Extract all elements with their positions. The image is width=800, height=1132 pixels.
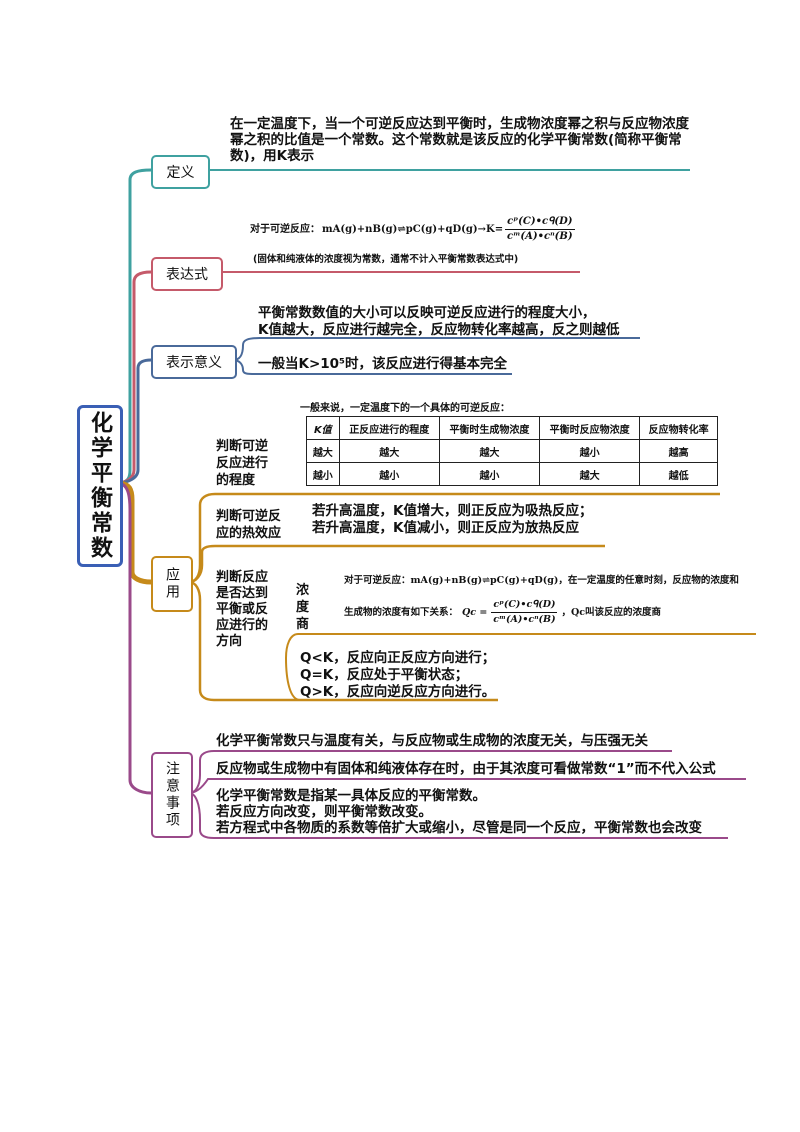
direction-line1: 对于可逆反应：mA(g)+nB(g)⇌pC(g)+qD(g)，在一定温度的任意时… — [344, 575, 739, 586]
table-cell: 越大 — [539, 462, 641, 486]
expression-denominator: cᵐ(A)•cⁿ(B) — [507, 231, 573, 242]
table-header-cell: K值 — [306, 416, 340, 440]
notes-label: 注意事项 — [164, 761, 180, 829]
table-cell: 越大 — [306, 439, 340, 463]
notes-item3-line2: 若反应方向改变，则平衡常数改变。 — [216, 804, 432, 820]
expression-equation: mA(g)+nB(g)⇌pC(g)+qD(g)→K= — [322, 223, 504, 235]
table-row: 越小 越小 越小 越大 越低 — [306, 462, 718, 486]
table-cell: 越小 — [438, 462, 541, 486]
table-header-row: K值 正反应进行的程度 平衡时生成物浓度 平衡时反应物浓度 反应物转化率 — [306, 416, 718, 440]
table-header-cell: 正反应进行的程度 — [338, 416, 440, 440]
application-node: 应用 — [151, 556, 193, 612]
notes-node: 注意事项 — [151, 752, 193, 838]
expression-fraction: cᵖ(C)•cᑫ(D) cᵐ(A)•cⁿ(B) — [505, 215, 575, 244]
meaning-label: 表示意义 — [166, 355, 222, 371]
table-header-cell: 反应物转化率 — [639, 416, 718, 440]
expression-prefix: 对于可逆反应： — [250, 223, 320, 235]
thermal-line2: 若升高温度，K值减小，则正反应为放热反应 — [312, 520, 579, 536]
table-header-cell: 平衡时反应物浓度 — [539, 416, 641, 440]
expression-node: 表达式 — [151, 257, 223, 291]
meaning-line2: K值越大，反应进行越完全，反应物转化率越高，反之则越低 — [258, 322, 620, 338]
qc-equation: Qc = — [462, 606, 488, 618]
direction-line2-prefix: 生成物的浓度有如下关系： — [344, 606, 459, 618]
direction-line2: 生成物的浓度有如下关系： Qc = cᵖ(C)•cᑫ(D) cᵐ(A)•cⁿ(B… — [344, 598, 764, 627]
direction-result1: Q<K，反应向正反应方向进行； — [300, 650, 496, 666]
expression-note: (固体和纯液体的浓度视为常数，通常不计入平衡常数表达式中) — [253, 254, 519, 265]
root-node: 化学平衡常数 — [77, 405, 123, 567]
direction-result3: Q>K，反应向逆反应方向进行。 — [300, 684, 496, 700]
table-cell: 越小 — [539, 439, 641, 463]
direction-line2-suffix: ，Qc叫该反应的浓度商 — [561, 606, 662, 618]
table-row: 越大 越大 越大 越小 越高 — [306, 439, 718, 463]
root-title: 化学平衡常数 — [87, 411, 113, 561]
table-cell: 越高 — [639, 439, 718, 463]
meaning-node: 表示意义 — [151, 345, 237, 379]
definition-label: 定义 — [166, 165, 195, 181]
thermal-line1: 若升高温度，K值增大，则正反应为吸热反应； — [312, 503, 593, 519]
thermal-label: 判断可逆反应的热效应 — [216, 509, 282, 541]
application-label: 应用 — [164, 567, 180, 601]
qc-numerator: cᵖ(C)•cᑫ(D) — [491, 598, 558, 613]
notes-item2: 反应物或生成物中有固体和纯液体存在时，由于其浓度可看做常数“1”而不代入公式 — [216, 761, 716, 777]
notes-item3-line3: 若方程式中各物质的系数等倍扩大或缩小，尽管是同一个反应，平衡常数也会改变 — [216, 820, 702, 836]
notes-item3-line1: 化学平衡常数是指某一具体反应的平衡常数。 — [216, 788, 486, 804]
table-cell: 越低 — [639, 462, 718, 486]
expression-formula: 对于可逆反应： mA(g)+nB(g)⇌pC(g)+qD(g)→K= cᵖ(C)… — [250, 215, 590, 244]
table-header-cell: 平衡时生成物浓度 — [438, 416, 541, 440]
degree-label: 判断可逆反应进行的程度 — [216, 439, 269, 488]
table-cell: 越大 — [438, 439, 541, 463]
table-cell: 越小 — [306, 462, 340, 486]
table-cell: 越大 — [338, 439, 440, 463]
meaning-line1: 平衡常数数值的大小可以反映可逆反应进行的程度大小， — [258, 305, 596, 321]
definition-text: 在一定温度下，当一个可逆反应达到平衡时，生成物浓度幂之积与反应物浓度幂之积的比值… — [230, 116, 689, 164]
meaning-line3: 一般当K>10⁵时，该反应进行得基本完全 — [258, 356, 507, 372]
qc-fraction: cᵖ(C)•cᑫ(D) cᵐ(A)•cⁿ(B) — [491, 598, 558, 627]
definition-node: 定义 — [151, 155, 210, 189]
degree-table: K值 正反应进行的程度 平衡时生成物浓度 平衡时反应物浓度 反应物转化率 越大 … — [306, 416, 718, 486]
direction-sublabel: 浓度商 — [296, 583, 310, 632]
direction-label: 判断反应是否达到平衡或反应进行的方向 — [216, 570, 269, 649]
degree-intro: 一般来说，一定温度下的一个具体的可逆反应： — [300, 403, 510, 414]
direction-result2: Q=K，反应处于平衡状态； — [300, 667, 469, 683]
notes-item1: 化学平衡常数只与温度有关，与反应物或生成物的浓度无关，与压强无关 — [216, 733, 648, 749]
expression-label: 表达式 — [166, 267, 208, 283]
qc-denominator: cᵐ(A)•cⁿ(B) — [493, 614, 556, 625]
expression-numerator: cᵖ(C)•cᑫ(D) — [505, 215, 575, 230]
table-cell: 越小 — [338, 462, 440, 486]
